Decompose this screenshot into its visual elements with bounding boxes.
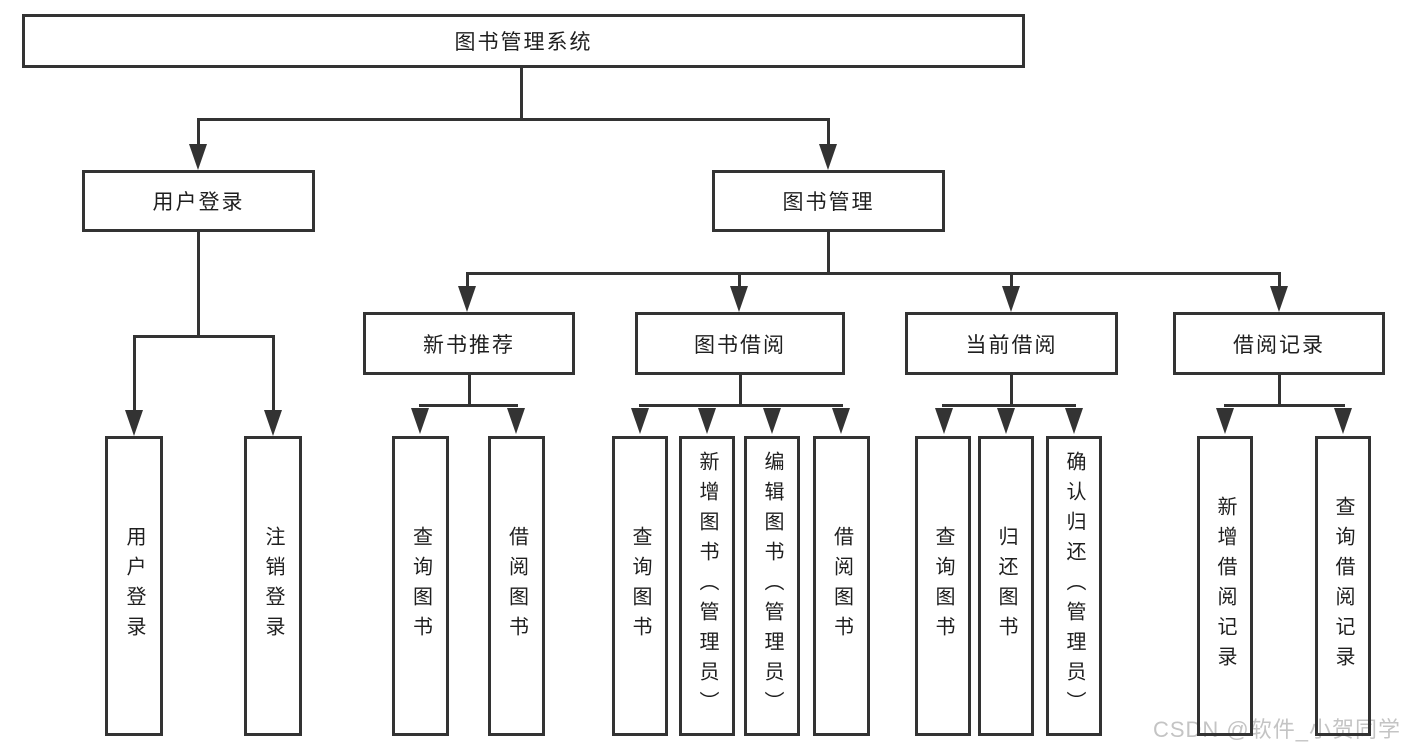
arrowhead-icon: [458, 286, 476, 312]
arrowhead-icon: [730, 286, 748, 312]
arrowhead-icon: [832, 408, 850, 434]
leaf-label: 注销登录: [262, 526, 284, 646]
leaf-borrow-books-borrowing: 借阅图书: [813, 436, 870, 736]
arrowhead-icon: [631, 408, 649, 434]
arrowhead-icon: [411, 408, 429, 434]
connector-line: [739, 375, 742, 407]
leaf-query-borrow-record: 查询借阅记录: [1315, 436, 1371, 736]
arrowhead-icon: [698, 408, 716, 434]
node-borrowing-records: 借阅记录: [1173, 312, 1385, 375]
arrowhead-icon: [1065, 408, 1083, 434]
arrowhead-icon: [1002, 286, 1020, 312]
leaf-label: 归还图书: [995, 526, 1017, 646]
leaf-label: 查询图书: [629, 526, 651, 646]
watermark: CSDN @软件_小贺同学: [1152, 717, 1401, 742]
leaf-label: 查询图书: [932, 526, 954, 646]
leaf-query-books-borrowing: 查询图书: [612, 436, 668, 736]
node-label: 图书管理: [782, 191, 875, 214]
arrowhead-icon: [763, 408, 781, 434]
leaf-add-book-admin: 新增图书（管理员）: [679, 436, 735, 736]
connector-line: [1010, 375, 1013, 407]
node-label: 用户登录: [152, 191, 245, 214]
node-label: 新书推荐: [423, 333, 515, 357]
connector-line: [827, 121, 830, 151]
connector-line: [197, 232, 200, 338]
leaf-query-books-current: 查询图书: [915, 436, 971, 736]
node-user-login: 用户登录: [82, 170, 315, 232]
leaf-label: 编辑图书（管理员）: [761, 451, 783, 721]
leaf-label: 查询借阅记录: [1332, 496, 1354, 676]
connector-line: [1224, 404, 1345, 407]
arrowhead-icon: [1270, 286, 1288, 312]
connector-line: [419, 404, 518, 407]
leaf-label: 确认归还（管理员）: [1063, 451, 1085, 721]
node-current-borrowing: 当前借阅: [905, 312, 1118, 375]
arrowhead-icon: [935, 408, 953, 434]
connector-line: [942, 404, 1076, 407]
node-library-management-system: 图书管理系统: [22, 14, 1025, 68]
leaf-query-books-recommend: 查询图书: [392, 436, 449, 736]
arrowhead-icon: [1216, 408, 1234, 434]
connector-line: [520, 68, 523, 121]
leaf-label: 借阅图书: [505, 526, 528, 646]
connector-line: [1278, 275, 1281, 290]
connector-line: [827, 232, 830, 275]
connector-line: [466, 272, 1281, 275]
arrowhead-icon: [1334, 408, 1352, 434]
arrowhead-icon: [125, 410, 143, 436]
leaf-label: 新增图书（管理员）: [696, 451, 718, 721]
arrowhead-icon: [189, 144, 207, 170]
connector-line: [197, 118, 830, 121]
node-book-borrowing: 图书借阅: [635, 312, 845, 375]
leaf-label: 用户登录: [123, 526, 145, 646]
connector-line: [133, 335, 275, 338]
connector-line: [468, 375, 471, 407]
connector-line: [1278, 375, 1281, 407]
node-label: 借阅记录: [1233, 333, 1325, 357]
leaf-logout: 注销登录: [244, 436, 302, 736]
leaf-borrow-books-recommend: 借阅图书: [488, 436, 545, 736]
node-book-management: 图书管理: [712, 170, 945, 232]
arrowhead-icon: [819, 144, 837, 170]
connector-line: [639, 404, 843, 407]
leaf-return-books: 归还图书: [978, 436, 1034, 736]
connector-line: [738, 275, 741, 290]
leaf-user-login: 用户登录: [105, 436, 163, 736]
node-label: 图书管理系统: [454, 31, 593, 54]
connector-line: [133, 338, 136, 413]
arrowhead-icon: [264, 410, 282, 436]
arrowhead-icon: [997, 408, 1015, 434]
connector-line: [466, 275, 469, 290]
arrowhead-icon: [507, 408, 525, 434]
leaf-edit-book-admin: 编辑图书（管理员）: [744, 436, 800, 736]
connector-line: [197, 121, 200, 151]
node-new-book-recommendation: 新书推荐: [363, 312, 575, 375]
node-label: 当前借阅: [965, 333, 1058, 357]
node-label: 图书借阅: [694, 333, 786, 357]
leaf-add-borrow-record: 新增借阅记录: [1197, 436, 1253, 736]
leaf-label: 借阅图书: [830, 526, 853, 646]
connector-line: [272, 338, 275, 413]
leaf-confirm-return-admin: 确认归还（管理员）: [1046, 436, 1102, 736]
leaf-label: 查询图书: [409, 526, 432, 646]
connector-line: [1010, 275, 1013, 290]
leaf-label: 新增借阅记录: [1214, 496, 1236, 676]
